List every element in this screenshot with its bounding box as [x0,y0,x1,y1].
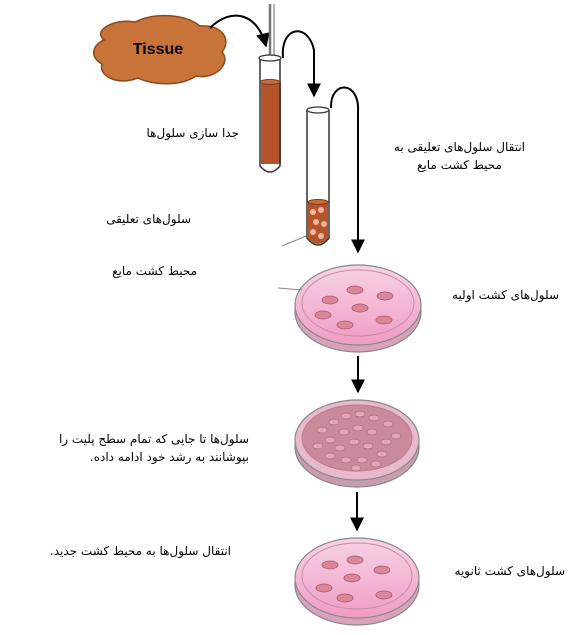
label-grow-line1: سلول‌ها تا جایی که تمام سطح پلیت را [59,430,249,448]
label-transfer-line1: انتقال سلول‌های تعلیقی به [394,138,525,156]
label-primary-culture: سلول‌های کشت اولیه [452,286,559,304]
tissue-label: Tissue [133,41,184,58]
label-grow-line2: بپوشانند به رشد خود ادامه داده. [59,448,249,466]
arrow-tube-to-tube [283,31,314,96]
arrow-tube-to-primary-dish [331,87,358,252]
label-transfer-line2: محیط کشت مایع [394,156,525,174]
label-suspended-cells: سلول‌های تعلیقی [106,210,191,228]
suspended-cells-tube [282,107,329,246]
label-transfer-new-medium: انتقال سلول‌ها به محیط کشت جدید. [50,542,231,560]
label-transfer-to-medium: انتقال سلول‌های تعلیقی به محیط کشت مایع [394,138,525,174]
separation-tube [259,4,281,172]
label-cell-separation: جدا سازی سلول‌ها [146,124,239,142]
label-secondary-culture: سلول‌های کشت ثانویه [455,562,565,580]
tissue-sample: Tissue [94,16,226,84]
label-grow-to-confluence: سلول‌ها تا جایی که تمام سطح پلیت را بپوش… [59,430,249,466]
label-liquid-medium: محیط کشت مایع [112,262,197,280]
primary-culture-dish [278,265,421,352]
confluent-culture-dish [295,400,419,487]
secondary-culture-dish [295,538,419,625]
